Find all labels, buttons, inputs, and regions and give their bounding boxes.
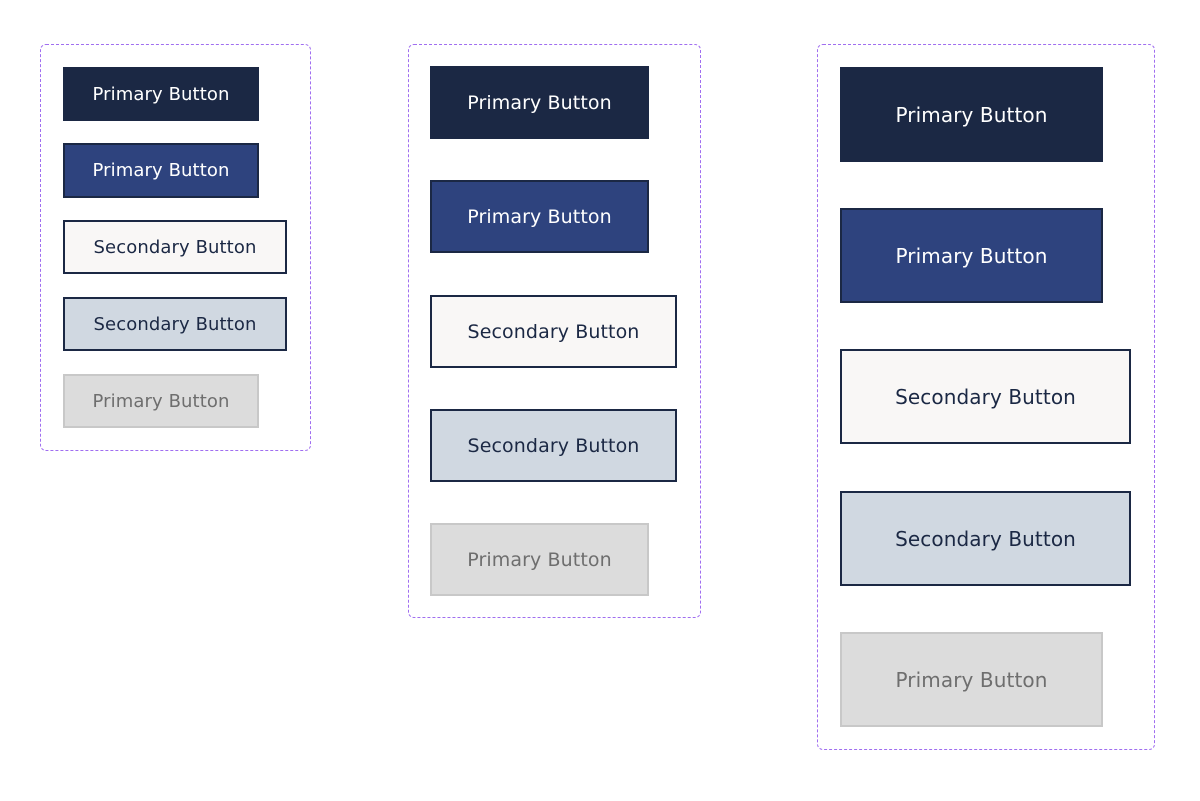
secondary-button-hover-medium[interactable]: Secondary Button	[430, 409, 677, 482]
secondary-button-hover-small[interactable]: Secondary Button	[63, 297, 287, 351]
primary-button-disabled-medium: Primary Button	[430, 523, 649, 596]
secondary-button-hover-large[interactable]: Secondary Button	[840, 491, 1131, 586]
primary-button-large[interactable]: Primary Button	[840, 67, 1103, 162]
primary-button-hover-large[interactable]: Primary Button	[840, 208, 1103, 303]
button-group-small	[40, 44, 311, 451]
primary-button-small[interactable]: Primary Button	[63, 67, 259, 121]
primary-button-hover-medium[interactable]: Primary Button	[430, 180, 649, 253]
primary-button-disabled-large: Primary Button	[840, 632, 1103, 727]
button-group-medium	[408, 44, 701, 618]
button-group-large	[817, 44, 1155, 750]
primary-button-medium[interactable]: Primary Button	[430, 66, 649, 139]
primary-button-disabled-small: Primary Button	[63, 374, 259, 428]
secondary-button-large[interactable]: Secondary Button	[840, 349, 1131, 444]
secondary-button-small[interactable]: Secondary Button	[63, 220, 287, 274]
secondary-button-medium[interactable]: Secondary Button	[430, 295, 677, 368]
primary-button-hover-small[interactable]: Primary Button	[63, 143, 259, 198]
